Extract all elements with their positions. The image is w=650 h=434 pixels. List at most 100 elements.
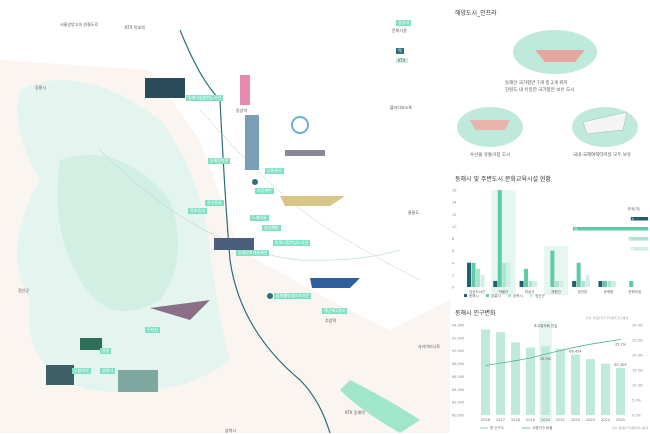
bar	[611, 280, 616, 287]
population-chart: 80,00082,00084,00086,00088,00090,00092,0…	[452, 316, 649, 430]
data-label: 87,305	[614, 363, 626, 367]
legend-item: 역	[396, 48, 404, 54]
x-tick: 2024	[601, 418, 611, 422]
legend-swatch	[480, 427, 488, 429]
x-tick: 박물관	[499, 289, 509, 294]
legend-title: 문화시설	[392, 28, 407, 33]
y-tick: 82,000	[452, 401, 464, 405]
bar	[524, 268, 529, 287]
port-caption: 동해안 국가항만 7개 중 2개 위치	[505, 81, 568, 86]
total-value: 8	[632, 217, 634, 221]
y-tick: 90,000	[452, 349, 464, 353]
bar	[581, 280, 586, 287]
data-label: 89,424	[569, 349, 582, 353]
legend-swatch	[464, 294, 467, 297]
bar	[602, 280, 607, 287]
totals-label: 총계(개)	[628, 206, 641, 211]
chart-title: 동해시 인구변화	[455, 310, 496, 317]
bar	[497, 190, 502, 287]
port-caption: 수산물 유통거점 도시	[470, 153, 511, 158]
map-tag[interactable]: 삼화사	[100, 368, 116, 374]
map-tag[interactable]: 동해시립발한도서관	[186, 95, 224, 101]
y-tick: 94,000	[452, 324, 464, 328]
bar	[576, 262, 581, 287]
bar	[556, 348, 565, 415]
map-tag[interactable]: 두타산	[145, 327, 161, 333]
map-tag[interactable]: 해군제1함대	[322, 308, 347, 314]
total-value: 9	[630, 237, 632, 241]
x-tick: 2017	[496, 418, 505, 422]
legend-swatch	[486, 294, 489, 297]
data-label: 20.3%	[540, 357, 552, 361]
y2-tick: 5.0%	[632, 399, 642, 403]
ship-illustration	[310, 278, 360, 288]
map-tag[interactable]: 천곡동굴	[205, 200, 224, 206]
y2-tick: 25.0%	[632, 339, 644, 343]
bar	[502, 262, 507, 287]
y-tick: 16	[452, 189, 456, 193]
y-tick: 88,000	[452, 362, 464, 366]
map-tag[interactable]: 쌍용	[100, 348, 112, 354]
legend-label: 총 인구수	[490, 425, 505, 430]
map-label: 블라디보스톡	[390, 105, 413, 110]
x-tick: 2020	[541, 418, 550, 422]
bar	[476, 268, 480, 287]
x-tick: 공연장	[577, 289, 587, 294]
total-bar	[628, 237, 648, 241]
legend-label: 동해시	[469, 293, 479, 298]
port-caption: 강원도 내 유일한 국가항만 보유 도시	[505, 88, 575, 93]
y-tick: 8	[452, 237, 454, 241]
x-tick: 2025	[616, 418, 625, 422]
y-tick: 12	[452, 213, 456, 217]
legend-item: 관광지	[396, 20, 412, 26]
bar	[533, 280, 538, 287]
bar	[572, 280, 577, 287]
bar	[601, 363, 610, 415]
bar	[629, 280, 634, 287]
legend-label: 고령인구 비율	[532, 425, 553, 430]
legend-label: 정선군	[535, 293, 545, 298]
map-tag[interactable]: 추암해변	[255, 188, 274, 194]
bar	[559, 280, 564, 287]
total-bar	[630, 247, 648, 251]
map-label: 사카이미나토	[418, 344, 441, 349]
port-illustrations	[457, 30, 638, 147]
map-label: 추암역	[325, 318, 337, 323]
x-tick: 체험관	[551, 289, 561, 294]
x-tick: 공공도서관	[469, 289, 486, 294]
bar	[519, 280, 524, 287]
map-tag[interactable]: 동해문화예술회관	[236, 250, 270, 256]
y-tick: 92,000	[452, 336, 464, 340]
source-note: 출처: 통계청 주민등록인구통계	[612, 426, 649, 430]
data-label: 25.2%	[615, 342, 627, 346]
section-title: 해양도시_인프라	[455, 10, 497, 17]
x-tick: 미술관	[525, 289, 535, 294]
skywalk-illustration	[291, 116, 309, 134]
map[interactable]	[0, 0, 450, 433]
y-tick: 10	[452, 225, 456, 229]
map-tag[interactable]: 동해웰빙레포츠타운	[274, 293, 312, 299]
bar	[586, 359, 595, 415]
temple-illustration	[145, 78, 185, 98]
map-tag[interactable]: 무릉반석	[72, 368, 91, 374]
map-label: 삼척시	[225, 428, 237, 433]
legend-label: 강릉시	[491, 293, 501, 298]
map-tag[interactable]: 묵호등대	[188, 208, 207, 214]
map-tag[interactable]: 도째비골	[250, 215, 269, 221]
map-tag[interactable]: 망상해변	[262, 225, 281, 231]
map-tag[interactable]: 동해문화원	[208, 158, 231, 164]
bar	[493, 280, 498, 287]
y-tick: 80,000	[452, 414, 464, 418]
bar	[480, 274, 485, 287]
map-tag[interactable]: 동해시립북삼도서관	[273, 240, 311, 246]
y-tick: 6	[452, 249, 454, 253]
legend-swatch	[530, 294, 533, 297]
tower-illustration	[245, 115, 259, 170]
y-tick: 0	[452, 286, 454, 290]
x-tick: 2019	[526, 418, 535, 422]
chart-title: 동해시 및 주변도시 문화교육시설 현황	[455, 176, 551, 183]
x-tick: 2018	[511, 418, 520, 422]
y-tick: 14	[452, 201, 457, 205]
map-label: KTX 동해역	[345, 410, 365, 415]
map-tag[interactable]: 무릉계곡	[265, 168, 284, 174]
